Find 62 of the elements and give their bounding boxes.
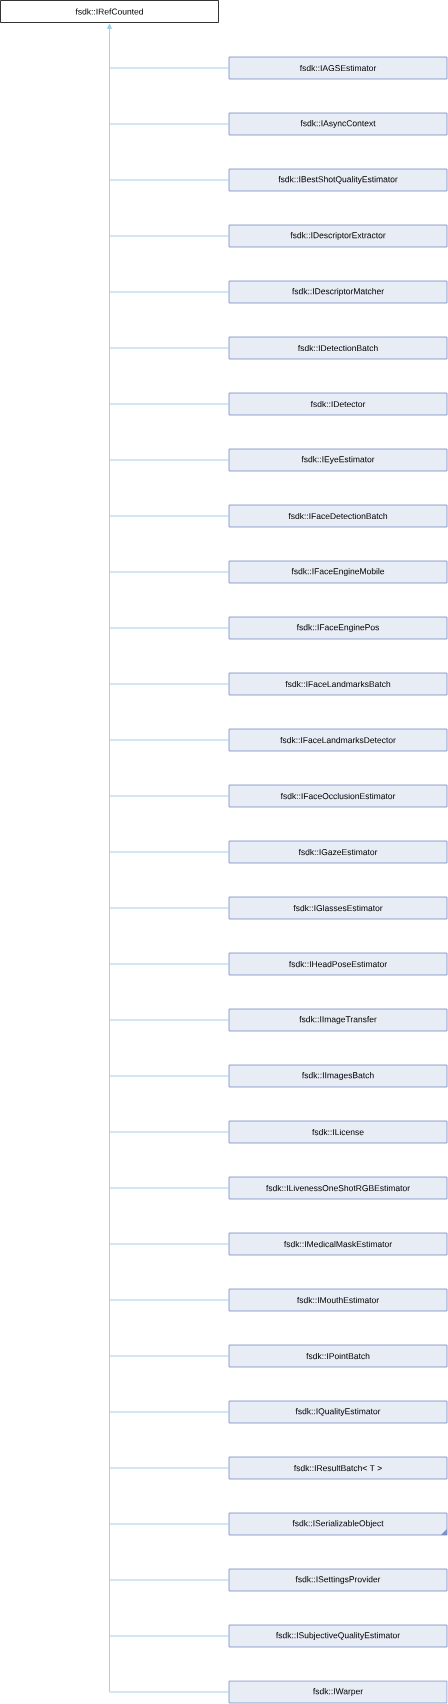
branch-line (109, 347, 230, 349)
class-box: fsdk::IFaceDetectionBatch (228, 504, 448, 528)
branch-line (109, 1187, 230, 1189)
class-box: fsdk::ISubjectiveQualityEstimator (228, 1624, 448, 1648)
branch-line (109, 291, 230, 293)
class-box: fsdk::IMouthEstimator (228, 1288, 448, 1312)
class-box: fsdk::IEyeEstimator (228, 448, 448, 472)
branch-line (109, 235, 230, 237)
class-box: fsdk::IGazeEstimator (228, 840, 448, 864)
class-box: fsdk::ILicense (228, 1120, 448, 1144)
branch-line (109, 571, 230, 573)
branch-line (109, 627, 230, 629)
class-box: fsdk::IAsyncContext (228, 112, 448, 136)
branch-line (109, 795, 230, 797)
class-box: fsdk::IFaceEngineMobile (228, 560, 448, 584)
class-box: fsdk::IFaceLandmarksBatch (228, 672, 448, 696)
branch-line (109, 179, 230, 181)
class-box: fsdk::IResultBatch< T > (228, 1456, 448, 1480)
branch-line (109, 907, 230, 909)
branch-line (109, 1075, 230, 1077)
branch-line (109, 1019, 230, 1021)
class-box: fsdk::IFaceOcclusionEstimator (228, 784, 448, 808)
branch-line (109, 1355, 230, 1357)
branch-line (109, 1299, 230, 1301)
class-box: fsdk::IHeadPoseEstimator (228, 952, 448, 976)
class-box: fsdk::IGlassesEstimator (228, 896, 448, 920)
branch-line (109, 1131, 230, 1133)
class-box: fsdk::IAGSEstimator (228, 56, 448, 80)
class-box: fsdk::ISettingsProvider (228, 1568, 448, 1592)
branch-line (109, 1579, 230, 1581)
branch-line (109, 67, 230, 69)
branch-line (109, 123, 230, 125)
class-box: fsdk::IFaceEnginePos (228, 616, 448, 640)
branch-line (109, 739, 230, 741)
branch-line (109, 459, 230, 461)
inheritance-arrow (107, 23, 112, 1693)
branch-line (109, 1635, 230, 1637)
branch-line (109, 1467, 230, 1469)
branch-line (109, 683, 230, 685)
branch-line (109, 1243, 230, 1245)
class-box: fsdk::IMedicalMaskEstimator (228, 1232, 448, 1256)
class-box: fsdk::IDescriptorExtractor (228, 224, 448, 248)
branch-line (109, 851, 230, 853)
branch-line (109, 1523, 230, 1525)
class-box: fsdk::ILivenessOneShotRGBEstimator (228, 1176, 448, 1200)
class-box: fsdk::IFaceLandmarksDetector (228, 728, 448, 752)
class-box: fsdk::IPointBatch (228, 1344, 448, 1368)
class-box: fsdk::IDetector (228, 392, 448, 416)
branch-line (109, 1691, 230, 1693)
branch-line (109, 403, 230, 405)
class-box: fsdk::IImageTransfer (228, 1008, 448, 1032)
class-box: fsdk::IDetectionBatch (228, 336, 448, 360)
class-box: fsdk::IWarper (228, 1680, 448, 1704)
class-box: fsdk::IQualityEstimator (228, 1400, 448, 1424)
branch-line (109, 1411, 230, 1413)
class-box: fsdk::IBestShotQualityEstimator (228, 168, 448, 192)
class-box: fsdk::ISerializableObject (228, 1512, 448, 1536)
base-class-box: fsdk::IRefCounted (0, 0, 219, 23)
branch-line (109, 963, 230, 965)
branch-line (109, 515, 230, 517)
class-box: fsdk::IDescriptorMatcher (228, 280, 448, 304)
class-box: fsdk::IImagesBatch (228, 1064, 448, 1088)
